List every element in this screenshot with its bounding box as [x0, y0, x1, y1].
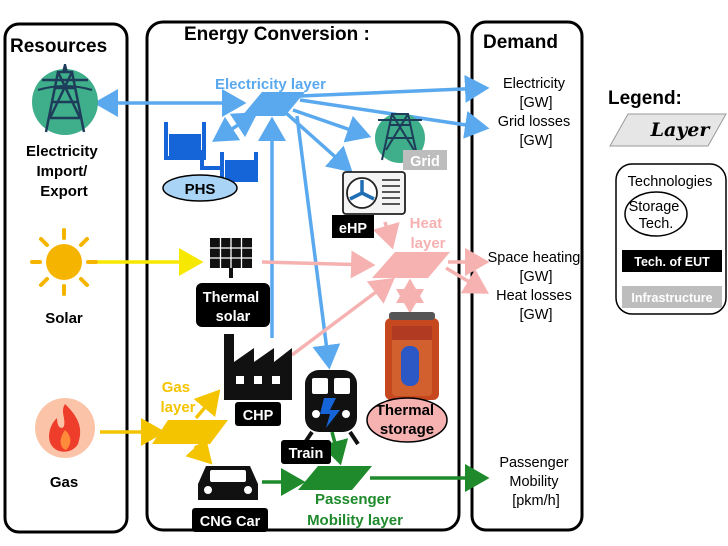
heat-layer [372, 252, 450, 278]
grid-badge [403, 150, 447, 170]
flows [93, 74, 490, 496]
legend-title: Legend: [608, 88, 682, 109]
flow-thermal-solar-heat [261, 250, 376, 279]
legend-storage-label: Storage Tech. [629, 199, 684, 232]
chp-badge [235, 402, 281, 426]
flow-gas-car [185, 437, 213, 465]
conversion-title: Energy Conversion : [184, 24, 370, 45]
demand-title: Demand [483, 32, 558, 53]
resources-title: Resources [10, 36, 107, 57]
flow-heat-losses [445, 266, 490, 294]
pylon-icon [32, 64, 98, 135]
flow-elec-demand [299, 74, 490, 103]
legend-layer-label: Layer [650, 119, 712, 141]
phs-label: PHS [185, 181, 216, 198]
ehp-label: eHP [339, 221, 368, 237]
legend-storage-shape [624, 191, 688, 237]
sun-icon [30, 228, 98, 296]
demand-electricity: Electricity [GW] [503, 76, 569, 111]
demand-mobility: Passenger Mobility [pkm/h] [499, 455, 572, 509]
resource-electricity-label: Electricity Import/ Export [26, 143, 102, 200]
flow-ehp-heat [372, 221, 400, 250]
chp-label: CHP [243, 408, 274, 424]
heat-layer-label: Heat layer [410, 215, 447, 252]
grid-label: Grid [410, 154, 440, 170]
flame-icon [35, 398, 95, 458]
demand-space-heating: Space heating [GW] [488, 250, 585, 285]
heat-pump-icon [342, 171, 406, 215]
resource-solar-label: Solar [45, 310, 83, 327]
flow-ehp [284, 111, 353, 173]
mobility-layer-label: Passenger Mobility layer [307, 491, 403, 529]
thermal-solar-label: Thermal solar [203, 290, 263, 325]
storage-tank-icon [385, 312, 439, 400]
ehp-badge [332, 215, 374, 238]
flow-train [295, 115, 341, 370]
solar-panel-icon [210, 238, 252, 278]
legend-eut-label: Tech. of EUT [634, 255, 710, 269]
flow-phs [212, 112, 258, 142]
legend-eut-badge [622, 250, 722, 272]
gas-layer-label: Gas layer [160, 379, 195, 416]
car-icon [198, 466, 258, 500]
train-label: Train [289, 446, 324, 462]
cng-car-label: CNG Car [200, 514, 261, 530]
resource-gas-label: Gas [50, 474, 78, 491]
demand-heat-losses: Heat losses [GW] [496, 288, 576, 323]
legend-infrastructure-badge [622, 286, 722, 308]
electricity-layer-label: Electricity layer [215, 76, 326, 93]
gas-layer [152, 420, 228, 444]
train-icon [302, 370, 360, 446]
mobility-layer [298, 466, 372, 490]
flow-grid [292, 108, 372, 143]
flow-train-mobility [321, 431, 349, 466]
cng-car-badge [192, 508, 268, 532]
flow-chp-heat [290, 277, 395, 357]
resources-column [3, 22, 129, 534]
factory-icon [224, 334, 292, 400]
flow-gas-chp [193, 389, 221, 420]
electricity-layer [242, 92, 305, 116]
phs-badge [162, 174, 238, 202]
train-badge [281, 440, 331, 464]
thermal-storage-badge [366, 397, 448, 443]
legend-layer-shape [609, 113, 727, 147]
demand-grid-losses: Grid losses [GW] [498, 114, 575, 149]
reservoir-icon [164, 122, 258, 182]
thermal-storage-label: Thermal storage [376, 402, 439, 438]
thermal-solar-badge [196, 283, 270, 327]
legend-infrastructure-label: Infrastructure [631, 291, 712, 305]
legend-technologies-label: Technologies [628, 174, 713, 190]
